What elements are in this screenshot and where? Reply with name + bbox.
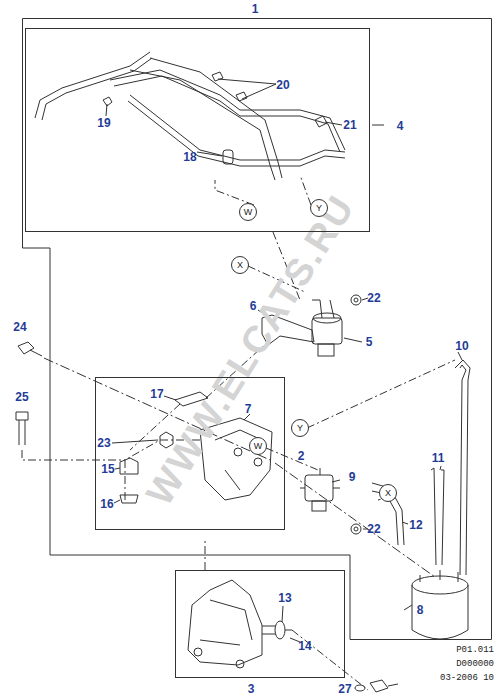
reference-letter: W [254, 442, 263, 451]
callout-number: 23 [97, 437, 110, 449]
frame-line [23, 19, 492, 640]
callout-number: 27 [338, 683, 351, 695]
reference-circle: X [231, 256, 249, 274]
callout-number: 25 [15, 391, 28, 403]
assembly-frame: 14WYX2YWX [22, 18, 492, 640]
callout-number: 7 [245, 403, 252, 415]
callout-number: 22 [367, 523, 380, 535]
reference-letter: X [237, 261, 243, 270]
drawing-code: D000000 [456, 660, 494, 669]
callout-number: 20 [276, 79, 289, 91]
callout-number: 8 [417, 604, 424, 616]
callout-number: 22 [367, 292, 380, 304]
callout-number: 24 [13, 321, 26, 333]
callout-number: 13 [278, 592, 291, 604]
reference-letter: Y [297, 424, 303, 433]
callout-number: 11 [432, 452, 445, 464]
callout-number: 17 [150, 388, 163, 400]
reference-circle: Y [310, 199, 328, 217]
group-box: 3 [175, 570, 345, 678]
reference-circle: W [249, 437, 267, 455]
callout-number: 18 [183, 151, 196, 163]
reference-letter: X [385, 489, 391, 498]
callout-number: 19 [97, 117, 110, 129]
group-box: 4WY [25, 28, 370, 232]
callout-number: 12 [409, 519, 422, 531]
callout-number: 5 [366, 336, 373, 348]
drawing-code: 03-2006 10 [440, 674, 494, 683]
callout-number: 4 [397, 120, 404, 132]
callout-number: 6 [250, 300, 257, 312]
callout-number: 15 [101, 463, 114, 475]
frame-outline [22, 18, 492, 640]
reference-letter: Y [316, 204, 322, 213]
callout-number: 9 [349, 471, 356, 483]
callout-number: 2 [298, 450, 305, 462]
callout-number: 10 [455, 340, 468, 352]
reference-circle: Y [291, 419, 309, 437]
callout-number: 16 [100, 498, 113, 510]
callout-number: 1 [252, 3, 259, 15]
watermark: WWW.ELCATS.RU [139, 189, 360, 512]
callout-number: 21 [343, 119, 356, 131]
callout-number: 3 [248, 683, 255, 695]
reference-letter: W [244, 208, 253, 217]
callout-number: 14 [298, 640, 311, 652]
drawing-code: P01.011 [456, 646, 494, 655]
reference-circle: W [239, 203, 257, 221]
reference-circle: X [379, 484, 397, 502]
